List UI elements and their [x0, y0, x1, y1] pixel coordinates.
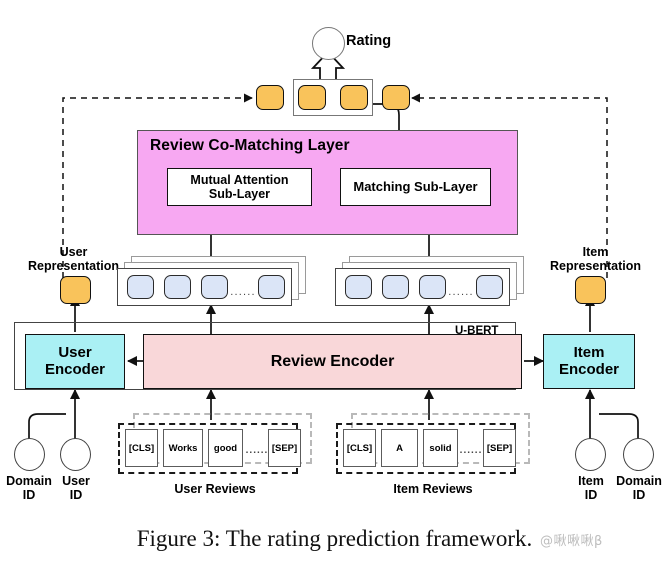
- fusion-token-center-1: [298, 85, 326, 110]
- figure-caption: Figure 3: The rating prediction framewor…: [136, 526, 533, 551]
- item-review-token-1: [345, 275, 372, 299]
- domain-id-label-right: Domain ID: [610, 474, 668, 502]
- item-representation-line2: Representation: [550, 259, 641, 273]
- rating-circle: [312, 27, 345, 60]
- item-review-word-ellipsis: ......: [459, 445, 483, 456]
- item-id-line2: ID: [584, 488, 598, 502]
- item-review-token-2: [382, 275, 409, 299]
- item-encoder-line1: Item: [573, 343, 605, 361]
- item-encoder: Item Encoder: [543, 334, 635, 389]
- fusion-token-left: [256, 85, 284, 110]
- item-representation-label: Item Representation: [527, 245, 664, 273]
- user-id-label: User ID: [49, 474, 103, 502]
- domain-id-left-line1: Domain: [6, 474, 52, 488]
- user-representation-line1: User: [59, 245, 88, 259]
- user-representation-label: User Representation: [6, 245, 141, 273]
- user-representation-node: [60, 276, 91, 304]
- user-review-stack-front: ......: [117, 268, 292, 306]
- matching-sub-layer: Matching Sub-Layer: [340, 168, 491, 206]
- user-review-word-2: Works: [163, 429, 203, 467]
- user-review-word-4: [SEP]: [268, 429, 301, 467]
- item-review-token-4: [476, 275, 503, 299]
- user-id-line2: ID: [69, 488, 83, 502]
- user-representation-line2: Representation: [28, 259, 119, 273]
- user-encoder: User Encoder: [25, 334, 125, 389]
- user-reviews-caption: User Reviews: [174, 482, 256, 496]
- item-reviews-caption: Item Reviews: [393, 482, 473, 496]
- user-id-circle: [60, 438, 91, 471]
- item-review-token-ellipsis: ......: [448, 286, 474, 298]
- domain-id-circle-left: [14, 438, 45, 471]
- user-review-word-ellipsis: ......: [245, 445, 269, 456]
- item-representation-line1: Item: [582, 245, 609, 259]
- co-matching-title: Review Co-Matching Layer: [150, 137, 350, 154]
- user-review-token-1: [127, 275, 154, 299]
- domain-id-label-left: Domain ID: [0, 474, 58, 502]
- user-encoder-line1: User: [58, 343, 92, 361]
- user-encoder-line2: Encoder: [44, 360, 105, 378]
- review-encoder: Review Encoder: [143, 334, 522, 389]
- user-review-word-3: good: [208, 429, 243, 467]
- item-id-label: Item ID: [565, 474, 617, 502]
- watermark: @啾啾啾β: [540, 534, 603, 549]
- user-review-word-1: [CLS]: [125, 429, 158, 467]
- item-review-word-1: [CLS]: [343, 429, 376, 467]
- item-review-token-3: [419, 275, 446, 299]
- rating-label: Rating: [346, 33, 392, 49]
- item-review-word-2: A: [381, 429, 418, 467]
- domain-id-right-line1: Domain: [616, 474, 662, 488]
- user-review-token-3: [201, 275, 228, 299]
- matching-sub-layer-label: Matching Sub-Layer: [353, 178, 478, 194]
- mutual-attention-line2: Sub-Layer: [208, 187, 271, 201]
- domain-id-left-line2: ID: [22, 488, 36, 502]
- domain-id-circle-right: [623, 438, 654, 471]
- item-review-word-4: [SEP]: [483, 429, 516, 467]
- item-review-word-3: solid: [423, 429, 458, 467]
- item-review-stack-front: ......: [335, 268, 510, 306]
- user-review-token-ellipsis: ......: [230, 286, 256, 298]
- user-id-line1: User: [62, 474, 90, 488]
- user-review-token-2: [164, 275, 191, 299]
- mutual-attention-sub-layer: Mutual Attention Sub-Layer: [167, 168, 312, 206]
- fusion-token-center-2: [340, 85, 368, 110]
- item-id-line1: Item: [578, 474, 604, 488]
- item-representation-node: [575, 276, 606, 304]
- fusion-token-right: [382, 85, 410, 110]
- domain-id-right-line2: ID: [632, 488, 646, 502]
- item-id-circle: [575, 438, 606, 471]
- item-encoder-line2: Encoder: [558, 360, 619, 378]
- review-encoder-label: Review Encoder: [270, 352, 395, 370]
- mutual-attention-line1: Mutual Attention: [190, 173, 289, 187]
- user-review-token-4: [258, 275, 285, 299]
